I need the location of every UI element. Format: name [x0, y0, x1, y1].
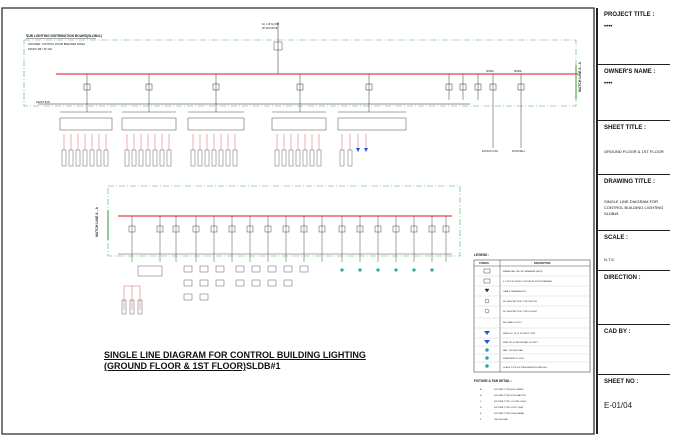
drawing-title-label: DRAWING TITLE : — [604, 179, 655, 185]
drawing-title-cell: DRAWING TITLE : SINGLE LINE DIAGRAM FOR … — [598, 174, 670, 230]
svg-text:F: F — [480, 419, 482, 421]
match-line-lower: MATCH LINE A - A — [95, 206, 99, 237]
owner-cell: OWNER'S NAME : •••• — [598, 64, 670, 120]
svg-text:B: B — [480, 395, 482, 397]
single-line-diagram: SUB LIGHTING DISTRIBUTION BOARD(SLDB#1) … — [1, 7, 595, 435]
project-title-value: •••• — [604, 24, 613, 30]
sheet-border — [1, 7, 595, 435]
lower-circuit-drops — [123, 285, 141, 310]
svg-text:CABLE TERMINATION: CABLE TERMINATION — [503, 290, 526, 293]
upper-feeders — [83, 74, 525, 148]
upper-socket-symbols — [356, 148, 368, 152]
drawing-area: SUB LIGHTING DISTRIBUTION BOARD(SLDB#1) … — [1, 7, 595, 435]
sheet-no-cell: SHEET NO : E-01/04 — [598, 374, 670, 434]
svg-text:A: A — [480, 388, 482, 391]
sheet-title-cell: SHEET TITLE : GROUND FLOOR & 1ST FLOOR — [598, 120, 670, 174]
svg-text:FIXTURE TYPE B LED BATTEN: FIXTURE TYPE B LED BATTEN — [494, 394, 526, 397]
owner-value: •••• — [604, 81, 613, 87]
svg-text:NO DESCRIPTIVE TYPE SOCKET: NO DESCRIPTIVE TYPE SOCKET — [503, 311, 538, 313]
svg-text:WIRE 3P+E INDUSTRIAL SOCKET: WIRE 3P+E INDUSTRIAL SOCKET — [503, 341, 539, 344]
direction-cell: DIRECTION : — [598, 270, 670, 328]
drawing-title-value-1: SINGLE LINE DIAGRAM FOR — [604, 199, 659, 204]
board-note-1: INCOMER: CONTROL ROOM BREAKER PANEL — [28, 42, 86, 46]
svg-text:FIXTURE TYPE A LED PANEL: FIXTURE TYPE A LED PANEL — [494, 388, 525, 391]
svg-text:FAN / CEILING FAN: FAN / CEILING FAN — [503, 349, 523, 352]
legend-table: SYMBOL DESCRIPTION MINIATURE CIRCUIT BRE… — [473, 259, 591, 373]
sheet-no-label: SHEET NO : — [604, 379, 639, 385]
svg-text:BUS BAR L1/L2/L3: BUS BAR L1/L2/L3 — [503, 321, 523, 324]
svg-text:FIXTURE TYPE E BULKHEAD: FIXTURE TYPE E BULKHEAD — [494, 412, 525, 415]
fixture-list: A FIXTURE TYPE A LED PANEL B FIXTURE TYPE … — [480, 388, 527, 421]
legend-heading: LEGEND : — [474, 253, 489, 257]
lower-load-boxes — [137, 265, 309, 301]
svg-text:CLASS TYPE FIXTURE REFER SCHED: CLASS TYPE FIXTURE REFER SCHEDULE — [503, 366, 548, 369]
scale-cell: SCALE : N.T.S. — [598, 230, 670, 270]
svg-text:CEILING FAN: CEILING FAN — [494, 418, 508, 421]
owner-label: OWNER'S NAME : — [604, 69, 656, 75]
board-title: SUB LIGHTING DISTRIBUTION BOARD(SLDB#1) — [26, 34, 102, 38]
direction-label: DIRECTION : — [604, 275, 641, 281]
upper-load-boxes — [61, 149, 353, 167]
svg-text:DESCRIPTION: DESCRIPTION — [534, 262, 551, 265]
lower-feeders — [128, 216, 450, 262]
project-title-label: PROJECT TITLE : — [604, 12, 655, 18]
svg-text:3P 40A MCCB: 3P 40A MCCB — [262, 27, 278, 30]
svg-text:E: E — [480, 413, 482, 415]
sheet-title-label: SHEET TITLE : — [604, 125, 646, 131]
svg-text:EMERGENCY LIGHT: EMERGENCY LIGHT — [503, 358, 525, 360]
diagram-title-line-2: (GROUND FLOOR & 1ST FLOOR)SLDB#1 — [104, 361, 281, 371]
sheet-no-value: E-01/04 — [604, 401, 633, 410]
upper-circuit-drops — [63, 134, 367, 150]
fixture-heading: FIXTURE & FAN DETAIL : — [474, 379, 512, 383]
board-note-2: FROM LDB / 3P 40A — [28, 47, 52, 51]
svg-text:MINIATURE CIRCUIT BREAKER (MCB: MINIATURE CIRCUIT BREAKER (MCB) — [503, 270, 543, 273]
incomer-breaker — [273, 41, 283, 51]
match-line-upper: MATCH LINE A - A — [578, 61, 582, 92]
svg-text:SPARE: SPARE — [486, 70, 494, 73]
diagram-title-subtitle: (GROUND FLOOR & 1ST FLOOR) — [104, 361, 246, 371]
svg-text:4 P. RCCB / RCBO / ISOLATOR WI: 4 P. RCCB / RCBO / ISOLATOR WITH TERMINA… — [503, 280, 553, 283]
svg-text:EARTH BAR: EARTH BAR — [36, 101, 50, 104]
drawing-title-value-2: CONTROL BUILDING LIGHTING — [604, 205, 664, 210]
svg-text:SYMBOL: SYMBOL — [479, 262, 490, 265]
svg-text:C: C — [480, 401, 482, 403]
svg-text:FIXTURE TYPE C DOWN LIGHT: FIXTURE TYPE C DOWN LIGHT — [494, 401, 527, 403]
svg-text:DOOR BELL: DOOR BELL — [512, 151, 526, 153]
svg-text:4C x 16 SQ.MM: 4C x 16 SQ.MM — [262, 23, 279, 26]
lower-fixture-symbols — [340, 268, 434, 272]
svg-text:WIRE NO. 2P+E SOCKET TYPE: WIRE NO. 2P+E SOCKET TYPE — [503, 333, 536, 335]
panel-boundary-lower — [107, 185, 461, 257]
svg-text:EXHAUST FAN: EXHAUST FAN — [482, 150, 498, 153]
upper-subgroups — [59, 111, 407, 131]
cad-cell: CAD BY : — [598, 324, 670, 374]
scale-label: SCALE : — [604, 235, 628, 241]
svg-text:NO DESCRIPTIVE TYPE SWITCH: NO DESCRIPTIVE TYPE SWITCH — [503, 301, 537, 303]
title-block: PROJECT TITLE : •••• OWNER'S NAME : ••••… — [596, 8, 676, 434]
diagram-title-tag: SLDB#1 — [246, 361, 281, 371]
svg-text:FIXTURE TYPE D EXIT SIGN: FIXTURE TYPE D EXIT SIGN — [494, 407, 524, 409]
svg-text:SPARE: SPARE — [514, 70, 522, 73]
scale-value: N.T.S. — [604, 257, 615, 262]
project-title-cell: PROJECT TITLE : •••• — [598, 8, 670, 58]
drawing-title-value-3: SLDB#1 — [604, 211, 619, 216]
diagram-title-line-1: SINGLE LINE DIAGRAM FOR CONTROL BUILDING… — [104, 350, 366, 360]
sheet-title-value: GROUND FLOOR & 1ST FLOOR — [604, 149, 664, 154]
cad-label: CAD BY : — [604, 329, 631, 335]
svg-text:D: D — [480, 407, 482, 409]
